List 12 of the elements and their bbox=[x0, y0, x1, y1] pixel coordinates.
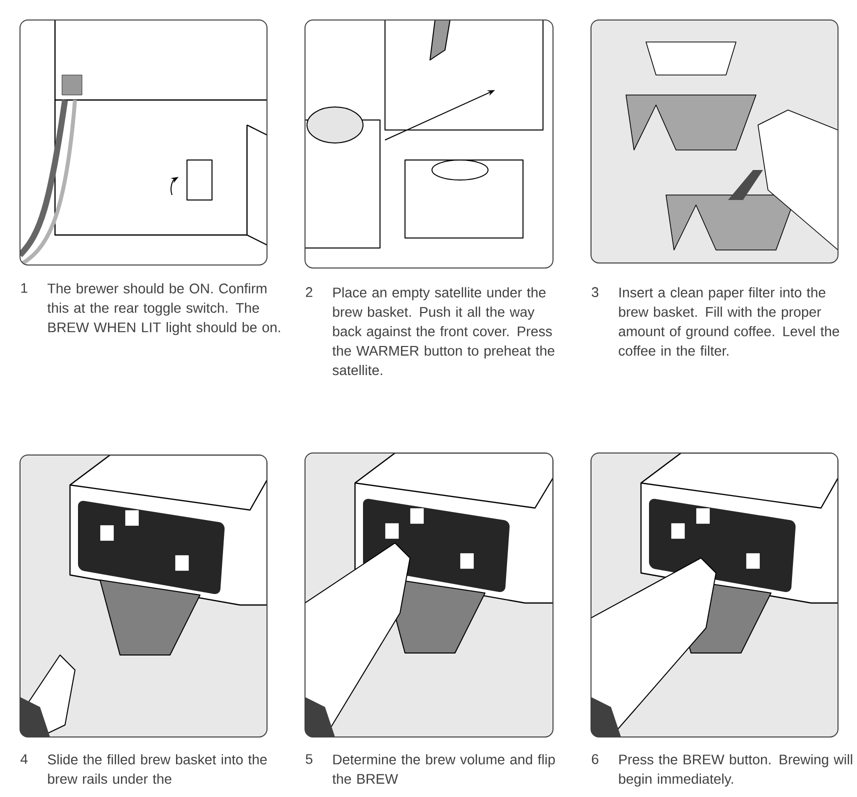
step-number: 2 bbox=[306, 287, 312, 297]
step-text: The brewer should be ON. Confirm this at the rear toggle switch. The BREW WHEN LIT light should be on. bbox=[47, 283, 280, 336]
step-number: 1 bbox=[21, 283, 28, 293]
step-text: Place an empty satellite under the brew basket. Push it all the way back against the front cover. Press the WARMER button to preheat the satellite. bbox=[332, 287, 554, 376]
step-number: 4 bbox=[20, 754, 28, 764]
step-number: 6 bbox=[592, 754, 598, 764]
step-text: Slide the filled brew basket into the brew rails under the bbox=[48, 754, 267, 784]
step-number: 5 bbox=[306, 754, 312, 764]
step-number: 3 bbox=[592, 287, 598, 298]
step-text: Press the BREW button. Brewing will begin immediately. bbox=[619, 754, 852, 787]
step-text: Insert a clean paper filter into the brew basket. Fill with the proper amount of ground coffee. Level the coffee in the filter. bbox=[618, 287, 840, 356]
step-text: Determine the brew volume and flip the BREW bbox=[332, 754, 555, 784]
